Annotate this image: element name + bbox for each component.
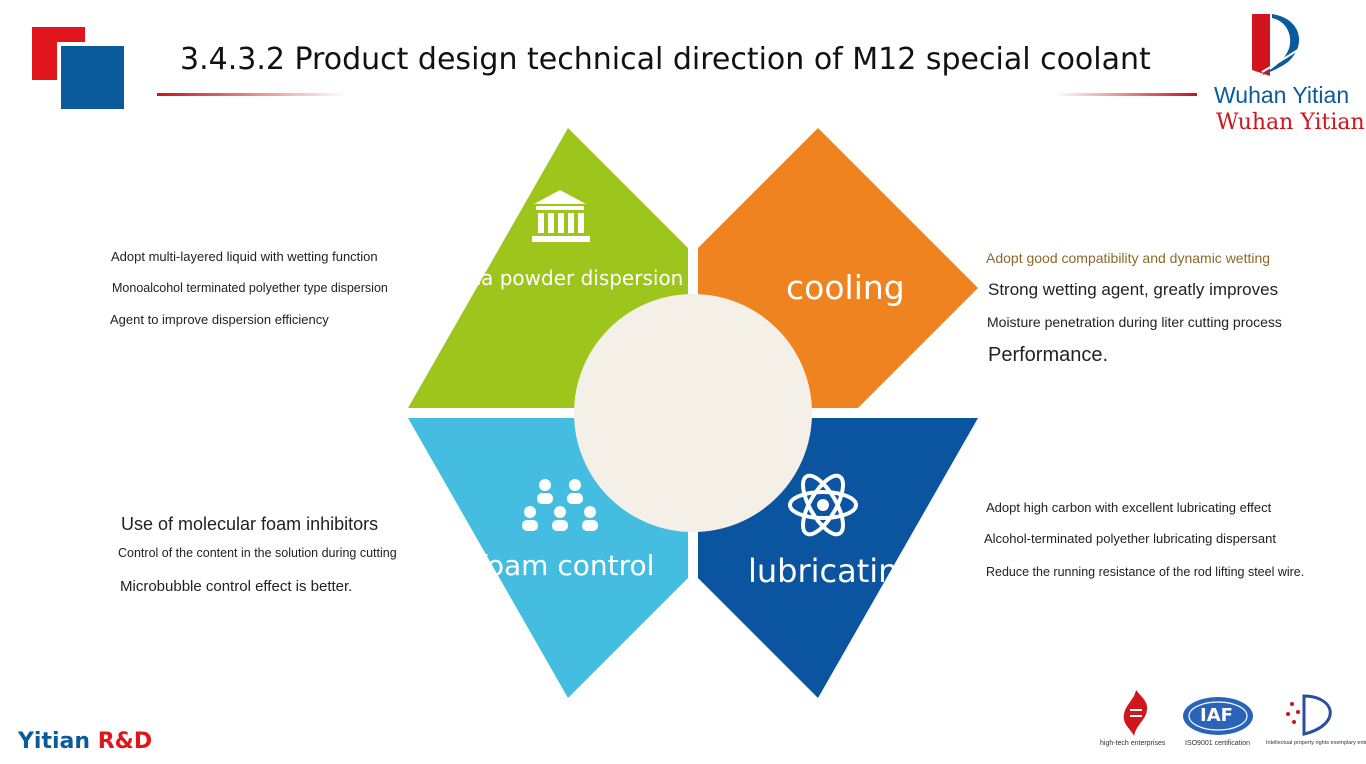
cooling-text-line-1: Adopt good compatibility and dynamic wet… [986, 250, 1271, 266]
iaf-badge-text: IAF [1200, 705, 1233, 726]
atom-icon [788, 473, 858, 537]
lubricating-text-line-2: Alcohol-terminated polyether lubricating… [984, 531, 1276, 546]
cert-caption-ip: Intellectual property rights exemplary e… [1266, 740, 1366, 746]
footer-brand-part2: R&D [97, 729, 153, 754]
page-title: 3.4.3.2 Product design technical directi… [180, 42, 1151, 77]
petal-label-lubricating: lubricating [748, 552, 919, 590]
cooling-text-line-3: Moisture penetration during liter cuttin… [987, 314, 1282, 330]
lubricating-text-line-3: Reduce the running resistance of the rod… [986, 565, 1305, 579]
footer-brand-part1: Yitian [18, 729, 91, 754]
cert-caption-high-tech: high-tech enterprises [1100, 740, 1166, 747]
brand-name-cn: Wuhan Yitian [1216, 110, 1365, 135]
logo-square-blue [61, 46, 124, 109]
silica-text-line-3: Agent to improve dispersion efficiency [110, 312, 329, 327]
four-petal-diagram [408, 128, 978, 698]
iaf-badge-icon [1183, 697, 1253, 735]
ip-enterprise-icon [1286, 694, 1332, 736]
foam-text-line-3: Microbubble control effect is better. [120, 578, 353, 595]
petal-label-foam: foam control [477, 549, 655, 582]
silica-text-line-2: Monoalcohol terminated polyether type di… [112, 281, 388, 295]
title-rule-left [157, 93, 347, 96]
brand-name-en: Wuhan Yitian [1214, 82, 1350, 108]
silica-text-line-1: Adopt multi-layered liquid with wetting … [111, 249, 378, 264]
museum-icon [532, 190, 590, 242]
petal-label-cooling: cooling [786, 268, 905, 307]
cooling-text-line-2: Strong wetting agent, greatly improves [988, 280, 1279, 299]
high-tech-enterprise-icon [1123, 690, 1148, 736]
foam-text-line-1: Use of molecular foam inhibitors [121, 514, 379, 534]
title-rule-right [1055, 93, 1197, 96]
foam-text-line-2: Control of the content in the solution d… [118, 546, 397, 560]
people-group-icon [522, 479, 598, 531]
cooling-text-line-4: Performance. [988, 344, 1109, 366]
petal-label-silica: silica powder dispersion [443, 266, 684, 290]
lubricating-text-line-1: Adopt high carbon with excellent lubrica… [986, 500, 1272, 515]
company-logo-icon [1252, 14, 1300, 76]
center-circle [574, 294, 812, 532]
cert-caption-iso: ISO9001 certification [1185, 740, 1250, 747]
footer-brand: Yitian R&D [18, 729, 152, 754]
